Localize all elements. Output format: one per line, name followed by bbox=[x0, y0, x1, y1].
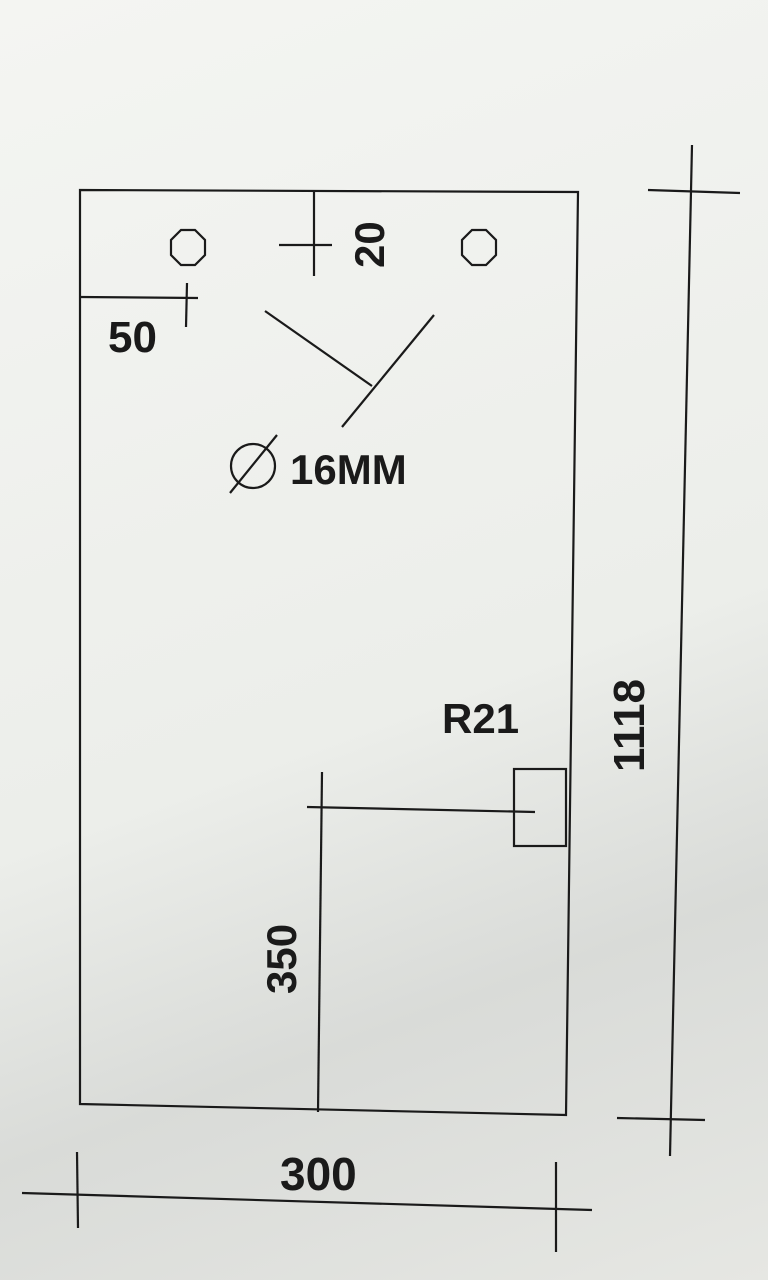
dim-50-marker bbox=[79, 282, 199, 328]
dim-20-label: 20 bbox=[346, 221, 393, 268]
dim-1118-marker bbox=[616, 144, 741, 1157]
dim-350-label: 350 bbox=[258, 924, 305, 994]
dim-20-marker bbox=[279, 192, 332, 276]
dim-300-label: 300 bbox=[280, 1148, 357, 1200]
dim-1118-label: 1118 bbox=[605, 679, 654, 772]
hole-leader-lines bbox=[264, 310, 435, 428]
cutout-notch bbox=[512, 767, 568, 848]
dim-300-marker bbox=[21, 1151, 593, 1252]
hole-right bbox=[460, 228, 498, 267]
cutout-dimension-lines bbox=[306, 771, 536, 1113]
hole-left bbox=[169, 228, 207, 267]
panel-outline bbox=[78, 188, 580, 1117]
hole-callout-label: 16MM bbox=[290, 446, 407, 493]
diameter-icon bbox=[229, 434, 278, 494]
cutout-label: R21 bbox=[442, 695, 519, 742]
dim-50-label: 50 bbox=[108, 313, 157, 362]
